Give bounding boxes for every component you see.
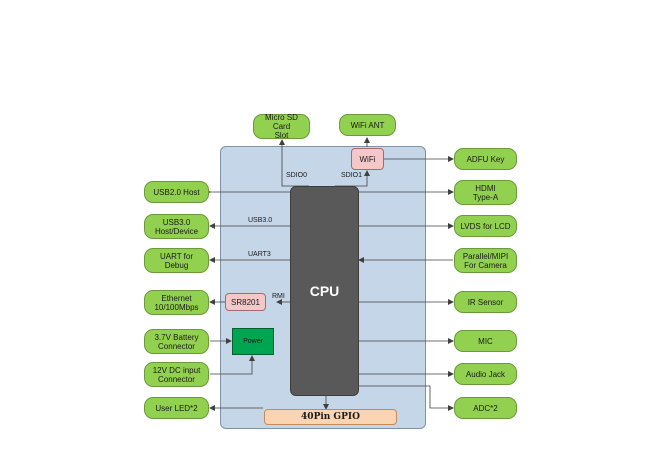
bus-label-uart3: UART3: [248, 251, 271, 258]
usb3-line2: Host/Device: [154, 226, 199, 236]
user-led-label: User LED*2: [155, 403, 198, 413]
dc-input-connector[interactable]: 12V DC input Connector: [144, 362, 209, 387]
microsd-line1: Micro SD Card: [265, 113, 298, 131]
adfu-label: ADFU Key: [466, 154, 505, 164]
wifi-chip[interactable]: WiFi: [351, 148, 384, 170]
sr8201-label: SR8201: [231, 297, 260, 307]
ir-label: IR Sensor: [467, 297, 504, 307]
microsd-slot[interactable]: Micro SD Card Slot: [253, 113, 310, 140]
microsd-line2: Slot: [274, 131, 289, 140]
power-label: Power: [243, 338, 263, 345]
camera-interface[interactable]: Parallel/MIPI For Camera: [454, 248, 517, 273]
usb2-label: USB2.0 Host: [153, 187, 200, 197]
camera-line2: For Camera: [464, 260, 507, 270]
wifi-ant[interactable]: WiFi ANT: [339, 114, 396, 136]
gpio-header[interactable]: 40Pin GPIO: [264, 409, 397, 425]
uart-debug[interactable]: UART for Debug: [144, 248, 209, 273]
sr8201-chip[interactable]: SR8201: [225, 293, 266, 311]
battery-line2: Connector: [158, 341, 195, 351]
bus-label-rmi: RMI: [272, 293, 285, 300]
lvds-lcd[interactable]: LVDS for LCD: [454, 215, 517, 237]
adc-inputs[interactable]: ADC*2: [454, 397, 517, 419]
battery-connector[interactable]: 3.7V Battery Connector: [144, 329, 209, 354]
bus-label-sdio0: SDIO0: [285, 172, 309, 179]
adc-label: ADC*2: [473, 403, 498, 413]
cpu-label: CPU: [309, 283, 340, 299]
wifi-chip-label: WiFi: [359, 154, 376, 164]
uart-line2: Debug: [164, 260, 189, 270]
usb2-host[interactable]: USB2.0 Host: [144, 181, 209, 203]
mic-label: MIC: [478, 336, 493, 346]
audio-jack[interactable]: Audio Jack: [454, 363, 517, 385]
user-led[interactable]: User LED*2: [144, 397, 209, 419]
adfu-key[interactable]: ADFU Key: [454, 148, 517, 170]
wifi-ant-label: WiFi ANT: [350, 120, 385, 130]
mic[interactable]: MIC: [454, 330, 517, 352]
hdmi-port[interactable]: HDMI Type-A: [454, 180, 517, 205]
battery-line1: 3.7V Battery: [154, 332, 199, 342]
camera-line1: Parallel/MIPI: [462, 251, 509, 261]
bus-label-sdio1: SDIO1: [340, 172, 364, 179]
ir-sensor[interactable]: IR Sensor: [454, 291, 517, 313]
ethernet-line1: Ethernet: [161, 293, 192, 303]
ethernet-port[interactable]: Ethernet 10/100Mbps: [144, 290, 209, 315]
dc-line2: Connector: [158, 374, 195, 384]
dc-line1: 12V DC input: [152, 365, 201, 375]
hdmi-line2: Type-A: [472, 192, 499, 202]
usb3-line1: USB3.0: [162, 217, 191, 227]
gpio-label: 40Pin GPIO: [301, 412, 360, 422]
hdmi-line1: HDMI: [475, 183, 496, 193]
ethernet-line2: 10/100Mbps: [154, 302, 199, 312]
bus-label-usb3: USB3.0: [248, 217, 273, 224]
audio-label: Audio Jack: [465, 369, 506, 379]
cpu-block[interactable]: CPU: [290, 186, 359, 396]
usb3-host-device[interactable]: USB3.0 Host/Device: [144, 214, 209, 239]
power-block[interactable]: Power: [232, 328, 274, 355]
uart-line1: UART for: [159, 251, 194, 261]
lvds-label: LVDS for LCD: [460, 221, 511, 231]
